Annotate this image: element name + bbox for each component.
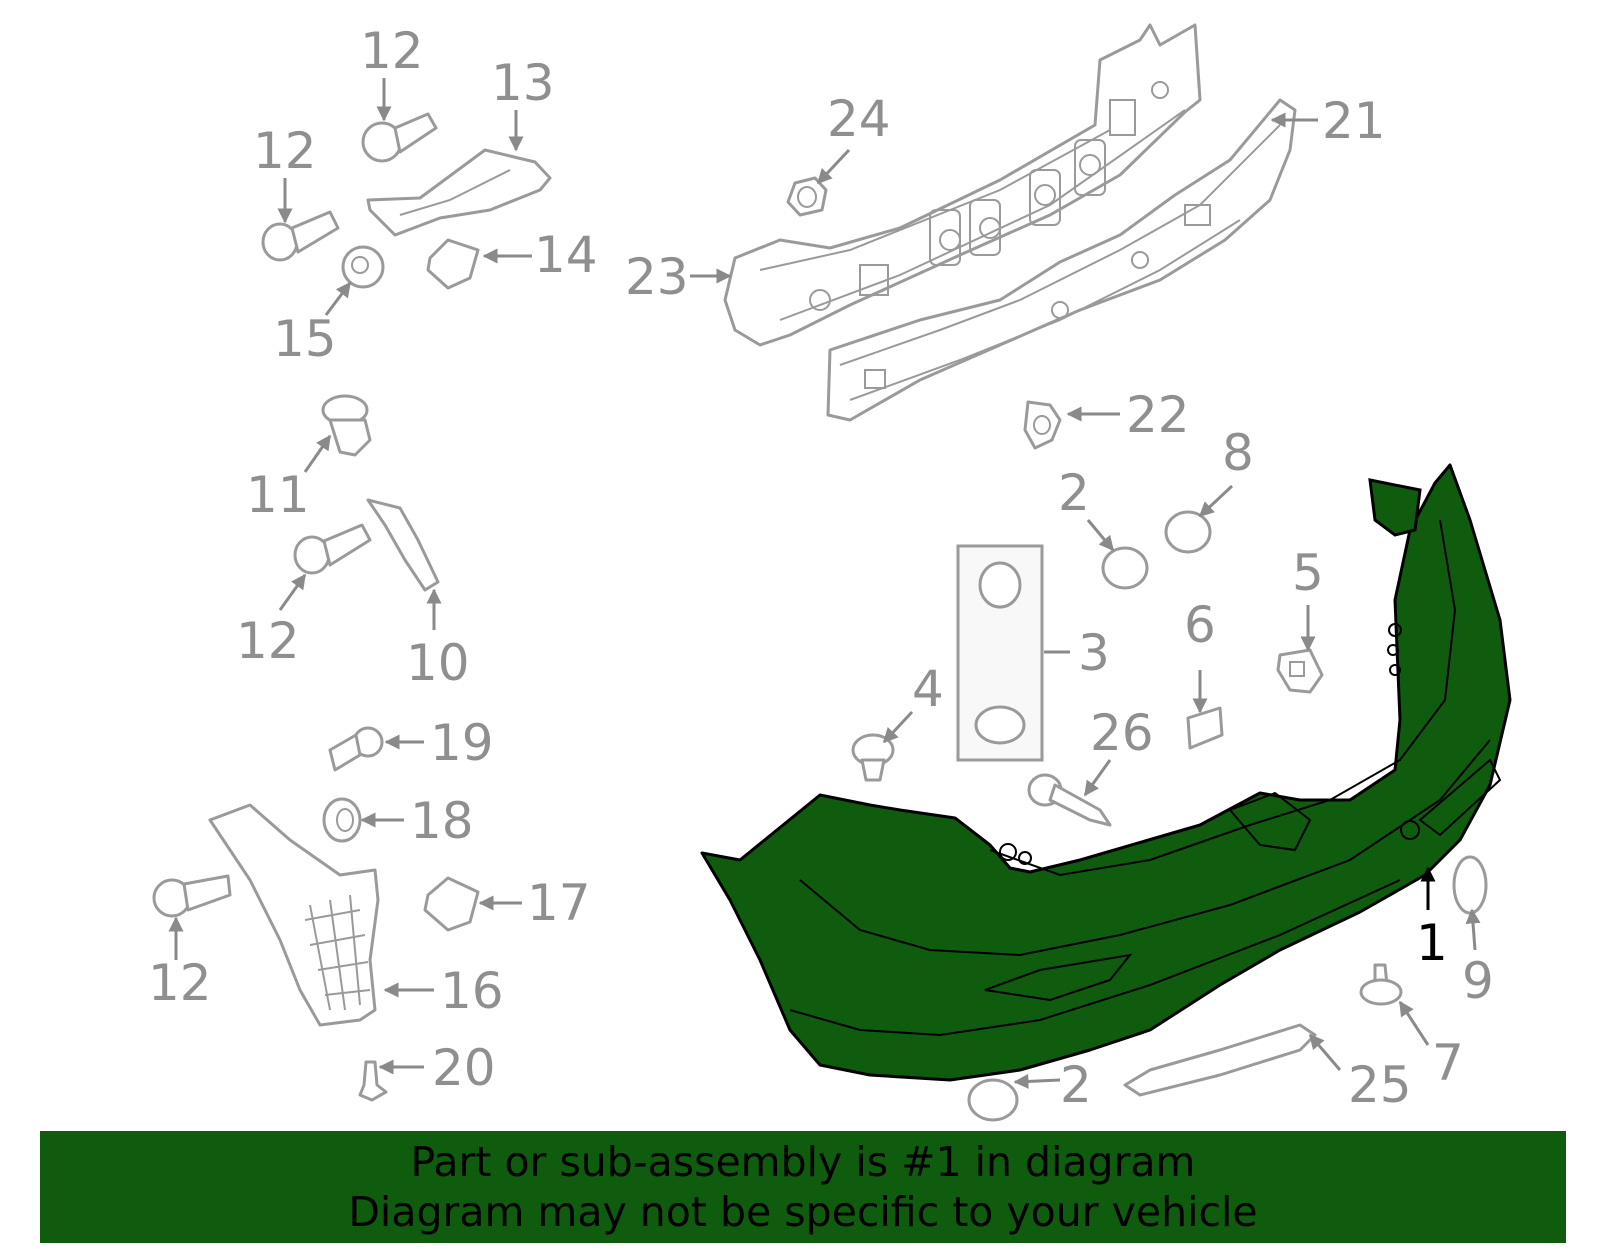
nut-15-part bbox=[341, 245, 385, 289]
reflector-strip-25-part bbox=[1123, 1023, 1317, 1097]
bolt-12-bottom-part bbox=[152, 874, 232, 918]
bolt-7-part bbox=[1359, 963, 1403, 1006]
clip-14-part bbox=[426, 238, 480, 290]
banner-line-1: Part or sub-assembly is #1 in diagram bbox=[410, 1138, 1196, 1186]
callout-18: 18 bbox=[410, 792, 474, 850]
leader-arrows bbox=[168, 78, 1481, 1089]
bracket-10-part bbox=[366, 498, 440, 592]
callout-15: 15 bbox=[273, 310, 337, 368]
callout-6: 6 bbox=[1184, 596, 1216, 654]
pin-11-part bbox=[321, 394, 372, 457]
reinforcement-bar-part bbox=[723, 23, 1202, 347]
callout-12-top: 12 bbox=[360, 22, 424, 80]
callout-12-left: 12 bbox=[253, 122, 317, 180]
grommet-2-bottom-part bbox=[967, 1078, 1019, 1122]
callout-14: 14 bbox=[534, 226, 598, 284]
push-pin-4-part bbox=[851, 733, 895, 782]
clip-22-part bbox=[1023, 400, 1062, 450]
clip-17-part bbox=[423, 876, 480, 932]
bolt-19-part bbox=[328, 726, 384, 772]
callout-12-bottom: 12 bbox=[148, 954, 212, 1012]
callout-2-bottom: 2 bbox=[1060, 1056, 1092, 1114]
callout-17: 17 bbox=[527, 874, 591, 932]
callout-23: 23 bbox=[625, 248, 689, 306]
callout-25: 25 bbox=[1348, 1056, 1412, 1114]
callout-5: 5 bbox=[1292, 544, 1324, 602]
bumper-cover-1-part bbox=[700, 463, 1512, 1082]
kit-box-3 bbox=[956, 544, 1044, 762]
grommet-18-part bbox=[322, 797, 362, 843]
callout-19: 19 bbox=[430, 714, 494, 772]
pin-20-part bbox=[358, 1060, 388, 1102]
callout-1: 1 bbox=[1416, 914, 1448, 972]
callout-8: 8 bbox=[1222, 424, 1254, 482]
energy-absorber-part bbox=[826, 98, 1297, 422]
seal-9-part bbox=[1452, 855, 1488, 915]
callout-labels: 12 13 12 14 15 11 12 10 19 18 17 12 16 2… bbox=[148, 22, 1494, 1114]
clip-5-part bbox=[1276, 648, 1324, 694]
callout-21: 21 bbox=[1322, 92, 1386, 150]
bolt-12-mid-part bbox=[293, 523, 372, 575]
notice-banner: Part or sub-assembly is #1 in diagram Di… bbox=[40, 1131, 1566, 1243]
callout-22: 22 bbox=[1126, 386, 1190, 444]
callout-2-top: 2 bbox=[1058, 464, 1090, 522]
callout-13: 13 bbox=[491, 54, 555, 112]
callout-3: 3 bbox=[1078, 624, 1110, 682]
side-bracket-16-part bbox=[208, 803, 380, 1027]
screw-26-part bbox=[1027, 773, 1112, 827]
callout-24: 24 bbox=[827, 90, 891, 148]
banner-line-2: Diagram may not be specific to your vehi… bbox=[348, 1188, 1258, 1236]
callout-10: 10 bbox=[406, 634, 470, 692]
bolt-12-left-part bbox=[261, 210, 340, 262]
callout-11: 11 bbox=[246, 466, 310, 524]
callout-7: 7 bbox=[1432, 1034, 1464, 1092]
bolt-12-top-part bbox=[361, 112, 438, 163]
bracket-13-part bbox=[366, 148, 552, 237]
callout-12-mid: 12 bbox=[236, 612, 300, 670]
nut-24-part bbox=[786, 176, 828, 217]
callout-20: 20 bbox=[432, 1039, 496, 1097]
callout-4: 4 bbox=[912, 660, 944, 718]
grommet-2-top-part bbox=[1101, 546, 1149, 590]
callout-26: 26 bbox=[1090, 704, 1154, 762]
callout-16: 16 bbox=[440, 962, 504, 1020]
callout-9: 9 bbox=[1462, 952, 1494, 1010]
pad-6-part bbox=[1186, 706, 1224, 750]
plug-8-part bbox=[1164, 510, 1212, 554]
